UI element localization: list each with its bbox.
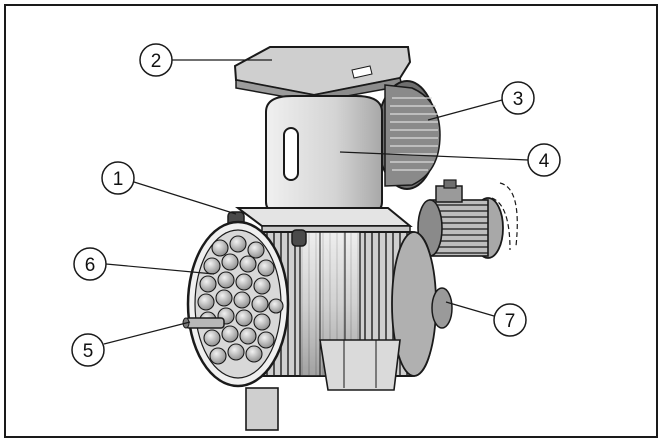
cyclone-tubes (197, 235, 284, 365)
callout-4: 4 (527, 143, 561, 177)
callout-2-label: 2 (151, 51, 162, 72)
callout-6: 6 (73, 247, 107, 281)
leader-lines (103, 59, 529, 345)
callout-6-label: 6 (85, 255, 96, 276)
center-bolt (185, 317, 225, 329)
filter-housing (227, 207, 453, 431)
callout-1-label: 1 (113, 169, 124, 190)
safety-filter-element (376, 80, 441, 190)
precleaner-face (182, 220, 290, 388)
callout-5-label: 5 (83, 341, 94, 362)
callout-1: 1 (101, 161, 135, 195)
callout-2: 2 (139, 43, 173, 77)
callout-3-label: 3 (513, 89, 524, 110)
main-filter-cartridge (265, 95, 383, 217)
callout-4-label: 4 (539, 151, 550, 172)
callout-5: 5 (71, 333, 105, 367)
callout-3: 3 (501, 81, 535, 115)
callout-7: 7 (493, 303, 527, 337)
callout-7-label: 7 (505, 311, 516, 332)
